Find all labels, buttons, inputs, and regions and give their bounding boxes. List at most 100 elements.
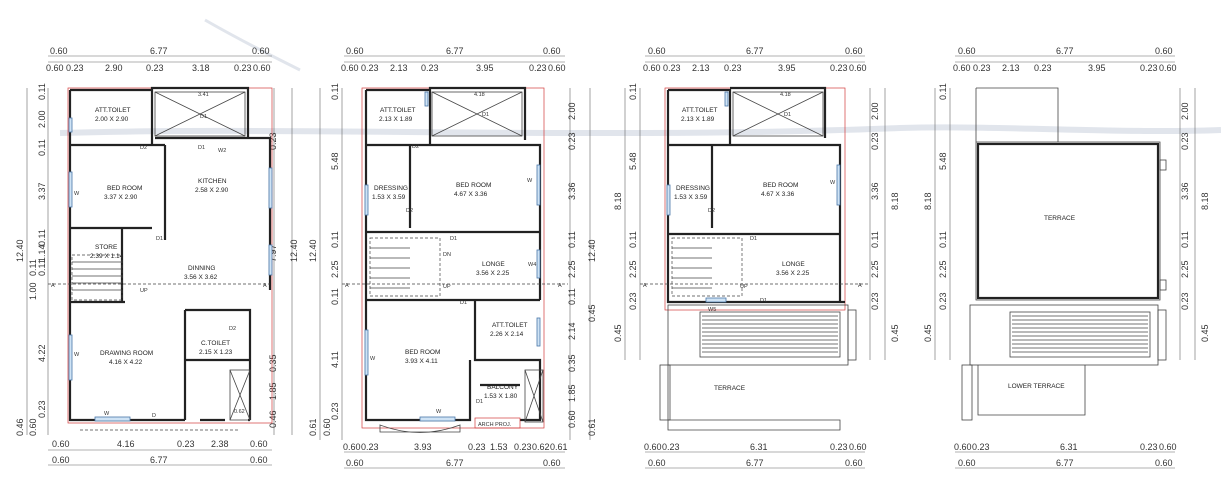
section-mark-a: A (558, 283, 562, 289)
dim-text: 0.60 (346, 458, 364, 468)
mark-w: W (74, 352, 80, 358)
dim-text: 8.18 (1200, 192, 1210, 210)
room-name: ATT.TOILET (682, 107, 718, 114)
dim-text: 2.25 (628, 260, 638, 278)
dim-text: 4.22 (37, 344, 47, 362)
room-size: 2.13 X 1.89 (379, 116, 413, 123)
dim-text: 0.60 (644, 442, 662, 452)
room-size: 3.93 X 4.11 (405, 358, 438, 365)
pergola (1009, 311, 1151, 358)
room-name: DRESSING (676, 185, 710, 192)
dim-text: 0.11 (567, 288, 577, 305)
window (68, 334, 73, 381)
sheet-fold (59, 124, 1221, 137)
section-mark-a: A (858, 283, 862, 289)
dim-text: 3.18 (192, 63, 210, 73)
room-name: DINNING (188, 265, 215, 272)
mark-w5: W5 (708, 307, 716, 313)
dim-text: 2.00 (37, 110, 47, 128)
mark-d1: D1 (460, 300, 467, 306)
dim-text: 0.23 (421, 63, 439, 73)
window (268, 167, 273, 209)
window (724, 91, 729, 107)
mark-w: W (830, 180, 836, 186)
dim-text: 2.25 (1180, 260, 1190, 278)
outer-walls (68, 86, 272, 422)
dim-text: 0.60 (1159, 442, 1177, 452)
open-duct (732, 91, 824, 137)
dim-text: 0.45 (890, 324, 900, 342)
lower-terrace-edge (667, 365, 841, 431)
dim-text: 3.36 (567, 182, 577, 200)
pergola (699, 311, 841, 358)
dim-text: 2.25 (870, 260, 880, 278)
stair-up: UP (740, 284, 748, 290)
dim-text: 0.11 (938, 231, 948, 248)
window (536, 249, 541, 279)
window (705, 297, 727, 303)
room-size: 2.58 X 2.90 (195, 187, 229, 194)
mark-d2: D2 (229, 326, 236, 332)
dim-text: 12.40 (15, 239, 25, 262)
dim-text: 0.45 (587, 304, 597, 322)
stair-up: UP (140, 288, 148, 294)
mark-d2: D2 (708, 208, 715, 214)
dim-text: 0.23 (361, 442, 379, 452)
room-size: 4.67 X 3.36 (761, 191, 795, 198)
room-name: TERRACE (714, 385, 746, 392)
dim-text: 0.23 (234, 63, 252, 73)
dim-text: 0.23 (37, 400, 47, 418)
mark-d1: D1 (482, 112, 489, 118)
mark-d2: D2 (406, 208, 413, 214)
dim-text: 6.77 (446, 46, 464, 56)
dim-text: 0.23 (361, 63, 379, 73)
dim-text: 0.23 (268, 132, 278, 150)
dim-text: 0.11 (28, 259, 38, 276)
mark-d1: D1 (476, 399, 483, 405)
mark-d1: D1 (784, 112, 791, 118)
pergola-slats (702, 315, 838, 353)
dim-text: 0.60 (643, 63, 661, 73)
window (536, 317, 541, 347)
dim-text: 0.23 (1140, 442, 1158, 452)
dim-text: 3.37 (37, 182, 47, 200)
dim-text: 2.25 (330, 260, 340, 278)
mark-d2: D2 (412, 144, 419, 150)
dim-text: 1.85 (268, 382, 278, 400)
dim-text: 0.11 (330, 288, 340, 305)
room-size: 4.67 X 3.36 (454, 191, 488, 198)
dim-text: 0.60 (1159, 63, 1177, 73)
room-name: LONGE (782, 261, 805, 268)
dim-text: 0.60 (648, 458, 666, 468)
dim-text: 0.23 (468, 442, 486, 452)
terrace-area (667, 304, 849, 366)
mark-d: D (152, 413, 156, 419)
dim-text: 2.90 (105, 63, 123, 73)
dim-text: 0.23 (177, 439, 195, 449)
dim-text: 0.23 (1180, 292, 1190, 310)
mark-d1: D1 (760, 298, 767, 304)
room-name: LONGE (482, 261, 505, 268)
dim-text: 0.23 (1034, 63, 1052, 73)
mark-w2: W2 (218, 148, 226, 154)
dim-text: 0.60 (849, 63, 867, 73)
dim-text: 0.60 (1155, 46, 1173, 56)
sheet-crease (204, 18, 301, 72)
mark-size: 4.18 (474, 92, 485, 98)
room-name: ATT.TOILET (380, 107, 416, 114)
plan-ground-floor: 0.60 6.77 0.60 0.60 0.23 2.90 0.23 3.18 … (15, 46, 299, 466)
dim-text: 0.62 (532, 442, 550, 452)
stair (671, 237, 743, 297)
room-name: ATT.TOILET (95, 107, 131, 114)
dim-text: 0.11 (37, 229, 47, 246)
section-mark-a: A (345, 283, 349, 289)
room-size: 3.56 X 2.25 (476, 270, 510, 277)
dim-text: 8.18 (613, 192, 623, 210)
window (666, 184, 671, 216)
dim-text: 0.60 (543, 458, 561, 468)
dim-text: 0.60 (567, 410, 577, 428)
dim-text: 6.77 (150, 46, 168, 56)
dim-text: 0.45 (923, 324, 933, 342)
room-name: BED ROOM (456, 182, 491, 189)
